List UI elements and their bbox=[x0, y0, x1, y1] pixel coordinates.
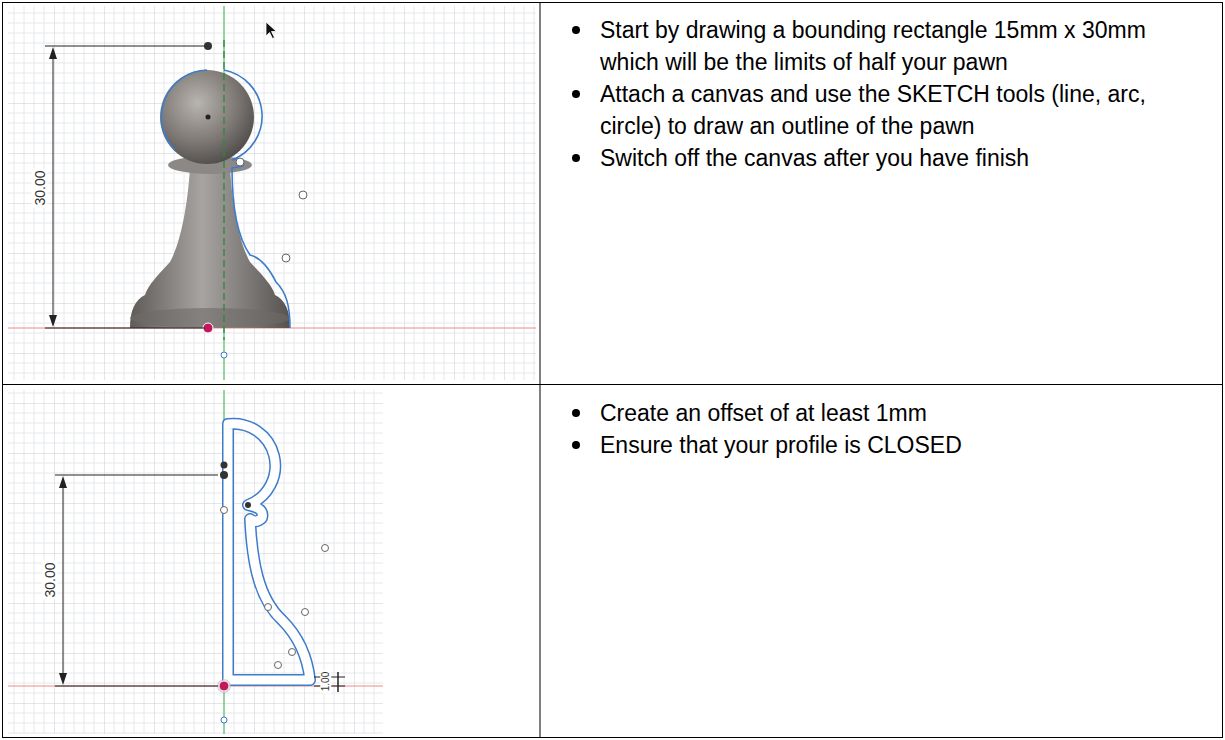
instruction-text: Ensure that your profile is CLOSED bbox=[600, 432, 962, 458]
bullet-dot bbox=[572, 441, 580, 449]
dimension-value: 30.00 bbox=[42, 560, 58, 599]
bullet-dot bbox=[572, 409, 580, 417]
bullet-item: Start by drawing a bounding rectangle 15… bbox=[542, 14, 1182, 78]
bullet-item: Switch off the canvas after you have fin… bbox=[542, 142, 1182, 174]
bullet-item: Create an offset of at least 1mm bbox=[542, 397, 1182, 429]
bullet-dot bbox=[572, 26, 580, 34]
dimension-value: 30.00 bbox=[32, 168, 48, 207]
bullet-dot bbox=[572, 154, 580, 162]
instruction-text: Create an offset of at least 1mm bbox=[600, 400, 927, 426]
bullet-item: Attach a canvas and use the SKETCH tools… bbox=[542, 78, 1182, 142]
instruction-cell: Start by drawing a bounding rectangle 15… bbox=[542, 14, 1182, 174]
bullet-dot bbox=[572, 90, 580, 98]
instruction-text: Switch off the canvas after you have fin… bbox=[600, 145, 1029, 171]
instruction-cell: Create an offset of at least 1mmEnsure t… bbox=[542, 397, 1182, 461]
instruction-text: Attach a canvas and use the SKETCH tools… bbox=[600, 81, 1146, 139]
dimension-value: 1.00 bbox=[321, 669, 332, 692]
bullet-item: Ensure that your profile is CLOSED bbox=[542, 429, 1182, 461]
instruction-text: Start by drawing a bounding rectangle 15… bbox=[600, 17, 1146, 75]
